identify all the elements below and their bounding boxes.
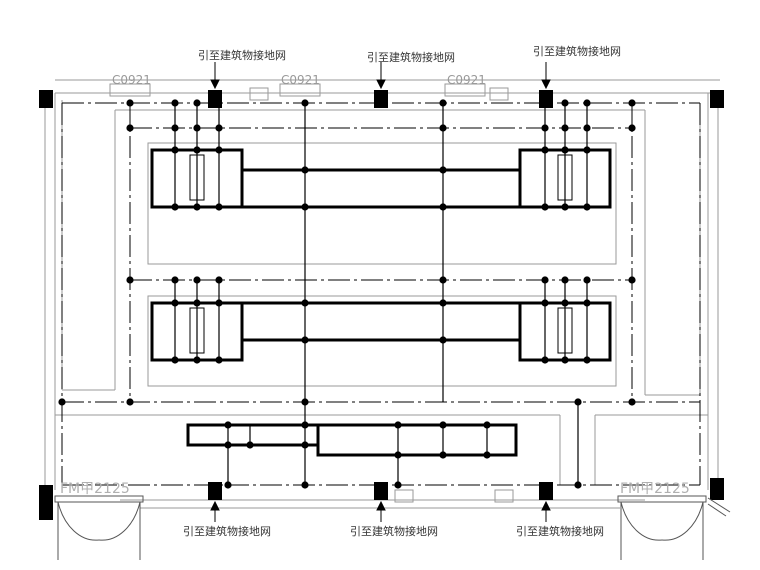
door-right (617, 495, 731, 560)
window-label-3: C0921 (447, 73, 486, 87)
ground-label-bottom-3: 引至建筑物接地网 (516, 524, 604, 538)
door-label-right: FM甲2125 (620, 481, 690, 497)
equipment-inner-slots (189, 154, 573, 354)
junction-points (58, 99, 636, 489)
ground-label-bottom-2: 引至建筑物接地网 (350, 524, 438, 538)
building-walls (44, 79, 720, 509)
door-left (54, 495, 144, 560)
window-label-2: C0921 (281, 73, 320, 87)
window-openings (109, 83, 514, 503)
ground-label-bottom-1: 引至建筑物接地网 (183, 524, 271, 538)
dashed-grounding-lines (61, 102, 701, 486)
ground-label-top-1: 引至建筑物接地网 (198, 48, 286, 62)
grounding-blocks (39, 90, 724, 520)
leader-arrows (210, 62, 551, 522)
door-label-left: FM甲2125 (60, 481, 130, 497)
ground-label-top-2: 引至建筑物接地网 (367, 50, 455, 64)
solid-grounding-lines (174, 103, 588, 485)
ground-label-top-3: 引至建筑物接地网 (533, 44, 621, 58)
window-label-1: C0921 (112, 73, 151, 87)
